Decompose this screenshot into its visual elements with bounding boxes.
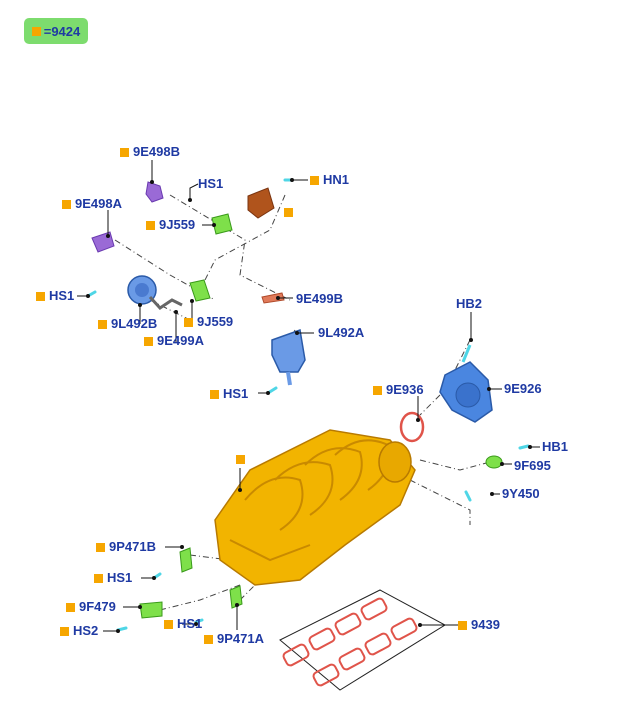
marker-square-icon [98, 319, 107, 329]
callout-9439: 9439 [458, 618, 500, 632]
marker-square-icon [284, 208, 293, 217]
marker-square-icon [458, 620, 467, 630]
callout-HB2: HB2 [456, 296, 483, 311]
reference-number: 9424 [51, 23, 81, 39]
solenoid-9J559-low [189, 279, 211, 302]
callout-HS1-top: HS1 [198, 176, 224, 191]
marker-square-icon [184, 317, 193, 327]
callout-9L492A: 9L492A [318, 325, 365, 340]
callout-9F695: 9F695 [514, 458, 551, 473]
callout-unlabeled-top [284, 208, 297, 217]
callout-9P471B: 9P471B [96, 540, 156, 554]
bracket-9E498B [145, 181, 164, 203]
solenoid-9J559-top [211, 213, 233, 235]
callout-HS1-left: HS1 [36, 289, 74, 303]
bracket-brown [247, 187, 275, 219]
callout-9J559-top: 9J559 [146, 218, 195, 232]
callout-HN1: HN1 [310, 173, 349, 187]
callout-HS1-low: HS1 [94, 571, 132, 585]
marker-square-icon [120, 147, 129, 157]
marker-square-icon [164, 619, 173, 629]
callout-9F479: 9F479 [66, 600, 116, 614]
callout-9L492B: 9L492B [98, 317, 157, 331]
bracket-9E498A [91, 231, 115, 253]
callout-9E936: 9E936 [373, 383, 424, 397]
callout-9J559-low: 9J559 [184, 315, 233, 329]
leader-dots [86, 178, 532, 633]
actuator-9L492B [127, 275, 183, 310]
marker-square-icon [146, 220, 155, 230]
sensor-9P471A [229, 585, 243, 609]
sensor-9F695 [485, 455, 503, 469]
callout-HB1: HB1 [542, 439, 569, 454]
marker-square-icon [210, 389, 219, 399]
bracket-9E499B [261, 292, 285, 304]
sensor-9P471B [179, 547, 193, 573]
throttle-body [439, 344, 493, 423]
marker-square-icon [62, 199, 71, 209]
marker-square-icon [310, 175, 319, 185]
callout-9E498B: 9E498B [120, 145, 180, 159]
callout-9E926: 9E926 [504, 381, 542, 396]
marker-square-icon [144, 336, 153, 346]
callout-9Y450: 9Y450 [502, 486, 540, 501]
callout-unlabeled-manifold [236, 455, 249, 464]
gasket-set-9439 [279, 589, 446, 691]
callout-9E499A: 9E499A [144, 334, 204, 348]
callout-HS1-mid: HS1 [210, 387, 248, 401]
callout-9P471A: 9P471A [204, 632, 264, 646]
marker-square-icon [236, 455, 245, 464]
marker-square-icon [204, 634, 213, 644]
reference-badge: = 9424 [24, 18, 88, 44]
leader-lines [77, 160, 540, 632]
callout-9E499B: 9E499B [296, 291, 343, 306]
marker-square-icon [60, 626, 69, 636]
marker-square-icon [36, 291, 45, 301]
marker-square-icon [96, 542, 105, 552]
intake-manifold [214, 429, 416, 586]
marker-square-icon [373, 385, 382, 395]
callout-9E498A: 9E498A [62, 197, 122, 211]
actuator-9L492A [271, 328, 306, 386]
sensor-9F479 [139, 601, 163, 619]
throttle-gasket [399, 411, 425, 443]
marker-square-icon [94, 573, 103, 583]
marker-square-icon [31, 26, 41, 36]
badge-equals: = [43, 23, 52, 39]
marker-square-icon [66, 602, 75, 612]
callout-HS2: HS2 [60, 624, 98, 638]
callout-HS1-bottom: HS1 [164, 617, 202, 631]
